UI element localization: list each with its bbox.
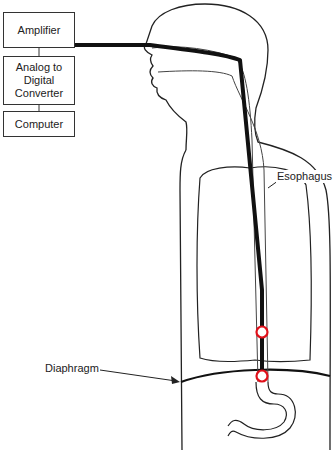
leader-arrowhead (171, 376, 180, 384)
stomach-outline (228, 382, 295, 438)
organ-label: Diaphragm (44, 362, 100, 375)
pressure-sensor (257, 327, 268, 338)
connector-line (39, 48, 40, 56)
catheter (74, 45, 262, 378)
body-outline (144, 4, 330, 450)
process-box: Computer (3, 111, 75, 137)
process-box: Analog to Digital Converter (3, 56, 75, 105)
diaphragm-line (181, 370, 330, 382)
organ-label: Esophagus (276, 170, 333, 183)
leader-line (100, 370, 176, 381)
pressure-sensor (257, 371, 268, 382)
body-front (180, 150, 186, 450)
process-box: Amplifier (3, 12, 75, 48)
box-label: Amplifier (15, 22, 64, 39)
box-label: Computer (12, 116, 66, 133)
box-label: Analog to Digital Converter (4, 59, 74, 102)
esophagus-wall (158, 71, 268, 382)
